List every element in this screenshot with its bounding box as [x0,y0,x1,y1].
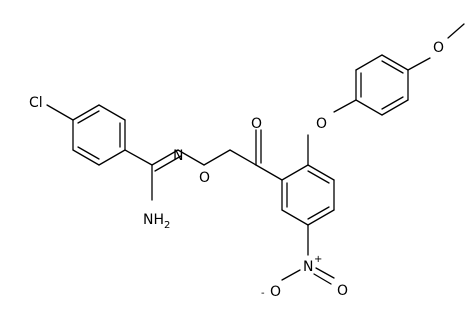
nitro-o-left-charge: - [261,288,265,299]
bonds [46,23,465,285]
bond [203,149,231,166]
imine-n-label: N [173,148,183,164]
bond [98,104,126,121]
nitro-o-left-label: O [270,284,281,300]
carbonyl-o-label: O [251,116,262,132]
nitro-n-label: N [303,259,313,275]
bond [177,149,205,166]
bond [281,164,309,181]
bond [355,99,383,116]
bond [447,23,465,39]
bond [307,209,335,226]
bond [381,99,409,116]
atom-labels: Cl NH2 N O O O O N + O O - [29,40,444,300]
bond-inner [307,170,330,184]
bond-inner [313,273,332,285]
amine-label: NH2 [143,212,170,231]
bond [46,104,74,121]
bond [151,149,179,166]
bond [124,149,153,166]
bond [407,57,431,71]
bond [281,269,301,281]
bond-inner [381,96,404,110]
bond-inner [381,60,404,74]
bond [72,104,100,121]
ester-o-label: O [199,170,210,186]
bond [229,149,257,166]
bond [281,209,309,226]
bond [72,149,100,166]
nitro-o-top-label: O [337,283,348,299]
nitro-n-charge: + [314,254,322,265]
ether-o-label: O [316,116,327,132]
bond-inner [77,146,100,160]
bond [315,267,335,279]
bond [381,54,409,71]
bond-inner [154,155,182,172]
bond-inner [77,110,100,124]
chlorine-label: Cl [29,95,43,111]
methoxy-o-label: O [433,40,444,56]
bond [255,164,283,181]
bond-inner [307,206,330,220]
bond [98,149,126,166]
bond [307,164,335,181]
bond [333,99,357,113]
bond [355,54,383,71]
